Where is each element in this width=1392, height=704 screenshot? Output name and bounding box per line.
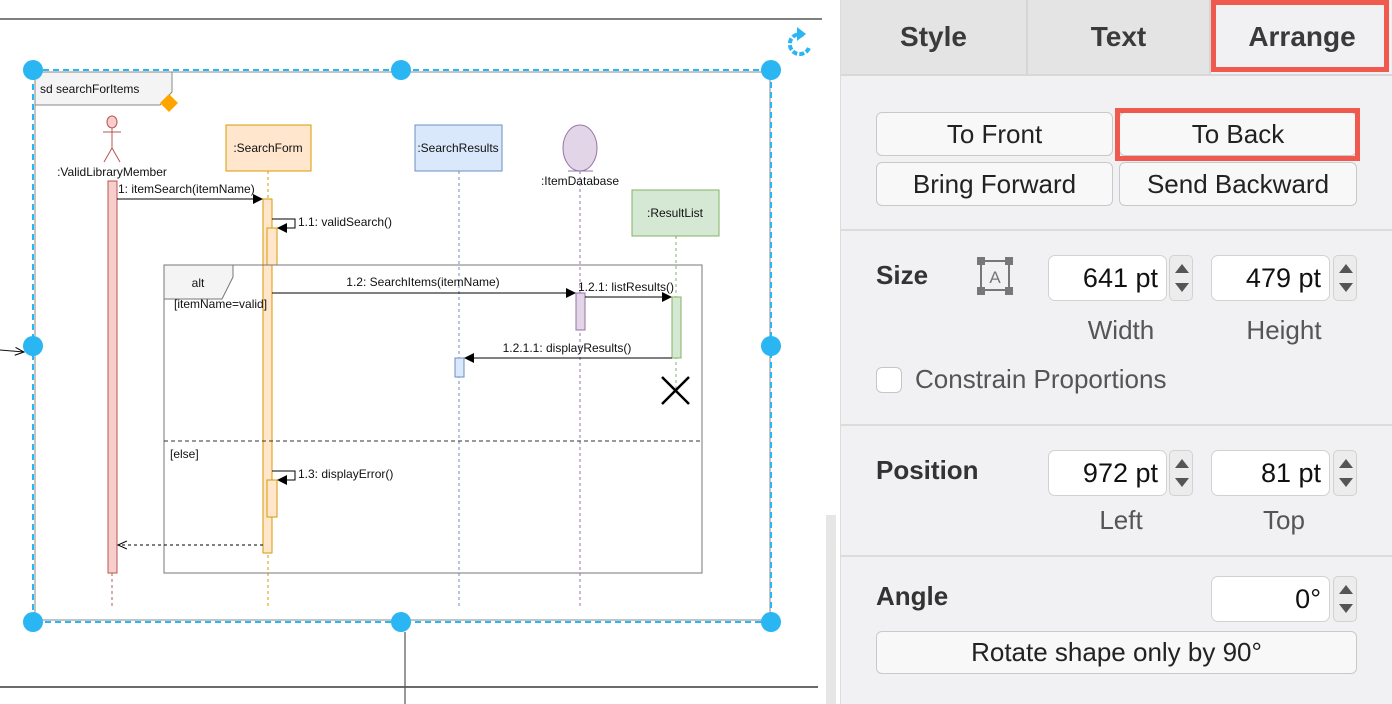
sequence-frame[interactable] [34, 71, 771, 621]
message-arrow[interactable] [272, 470, 296, 485]
activation-bar[interactable] [671, 296, 682, 359]
left-stepper[interactable] [1169, 450, 1193, 496]
selection-outline [32, 69, 772, 623]
to-front-button[interactable]: To Front [876, 112, 1113, 156]
top-label: Top [1263, 505, 1305, 535]
size-label: Size [876, 260, 929, 290]
left-label: Left [1099, 505, 1143, 535]
guard-valid: [itemName=valid] [174, 297, 267, 311]
connector-left[interactable] [0, 350, 24, 352]
message-label: 1.1: validSearch() [298, 215, 392, 229]
tab-style[interactable]: Style [841, 0, 1028, 74]
constrain-proportions-label: Constrain Proportions [915, 364, 1167, 394]
message-label: 1.2.1: listResults() [578, 280, 674, 294]
activation-bar[interactable] [262, 198, 273, 554]
position-label: Position [876, 455, 979, 485]
height-label: Height [1246, 315, 1322, 345]
lifeline-result-list[interactable] [631, 189, 720, 237]
lifeline-label: :ItemDatabase [541, 174, 619, 188]
angle-input[interactable]: 0° [1211, 576, 1330, 622]
angle-label: Angle [876, 581, 949, 611]
resize-handle-sw[interactable] [23, 612, 43, 632]
lifeline-item-database[interactable] [562, 124, 598, 172]
top-input[interactable]: 81 pt [1211, 450, 1330, 496]
diagram-canvas[interactable]: sd searchForItems :ValidLibraryMember :S… [0, 0, 836, 704]
to-back-button[interactable]: To Back [1119, 112, 1357, 156]
activation-bar[interactable] [575, 292, 586, 331]
alt-fragment[interactable] [163, 264, 703, 574]
rotate-handle-icon[interactable] [787, 27, 811, 57]
resize-handle-nw[interactable] [23, 60, 43, 80]
message-label: 1.3: displayError() [298, 467, 393, 481]
height-stepper[interactable] [1333, 255, 1357, 301]
message-label: 1.2: SearchItems(itemName) [346, 275, 499, 289]
resize-handle-se[interactable] [761, 612, 781, 632]
message-label: 1: itemSearch(itemName) [118, 182, 255, 196]
resize-handle-s[interactable] [391, 612, 411, 632]
vertical-scrollbar[interactable] [826, 515, 836, 704]
message-arrow[interactable] [272, 218, 296, 233]
autosize-icon[interactable]: A [976, 256, 1014, 296]
lifeline-search-form[interactable] [225, 124, 312, 172]
message-label: 1.2.1.1: displayResults() [503, 341, 632, 355]
activation-bar[interactable] [266, 479, 278, 518]
tab-arrange[interactable]: Arrange [1211, 0, 1392, 74]
guard-else: [else] [170, 447, 199, 461]
resize-handle-e[interactable] [761, 336, 781, 356]
frame-label: sd searchForItems [40, 82, 139, 96]
panel-tabs: Style Text Arrange [841, 0, 1392, 76]
lifeline-label: :SearchResults [417, 141, 498, 155]
resize-handle-n[interactable] [391, 60, 411, 80]
actor-valid-library-member[interactable] [103, 115, 121, 163]
activation-bar[interactable] [454, 357, 465, 378]
width-input[interactable]: 641 pt [1048, 255, 1167, 301]
diamond-handle-icon[interactable] [160, 94, 178, 112]
rotate-90-button[interactable]: Rotate shape only by 90° [876, 631, 1357, 674]
lifeline-label: :ValidLibraryMember [57, 165, 167, 179]
activation-bar[interactable] [266, 227, 278, 266]
tab-text[interactable]: Text [1028, 0, 1211, 74]
top-stepper[interactable] [1333, 450, 1357, 496]
resize-handle-w[interactable] [23, 336, 43, 356]
send-backward-button[interactable]: Send Backward [1119, 162, 1357, 206]
lifeline-label: :SearchForm [233, 141, 302, 155]
lifeline-label: :ResultList [647, 206, 704, 220]
angle-stepper[interactable] [1333, 576, 1357, 622]
height-input[interactable]: 479 pt [1211, 255, 1330, 301]
alt-label: alt [192, 276, 205, 290]
activation-bar[interactable] [107, 180, 118, 574]
resize-handle-ne[interactable] [761, 60, 781, 80]
width-stepper[interactable] [1169, 255, 1193, 301]
svg-text:A: A [989, 268, 1001, 287]
destroy-x-icon [661, 376, 690, 405]
lifeline-search-results[interactable] [414, 124, 503, 172]
constrain-proportions-checkbox[interactable] [876, 367, 902, 393]
left-input[interactable]: 972 pt [1048, 450, 1167, 496]
bring-forward-button[interactable]: Bring Forward [876, 162, 1113, 206]
width-label: Width [1087, 315, 1155, 345]
format-panel: Style Text Arrange To Front To Back Brin… [840, 0, 1392, 704]
